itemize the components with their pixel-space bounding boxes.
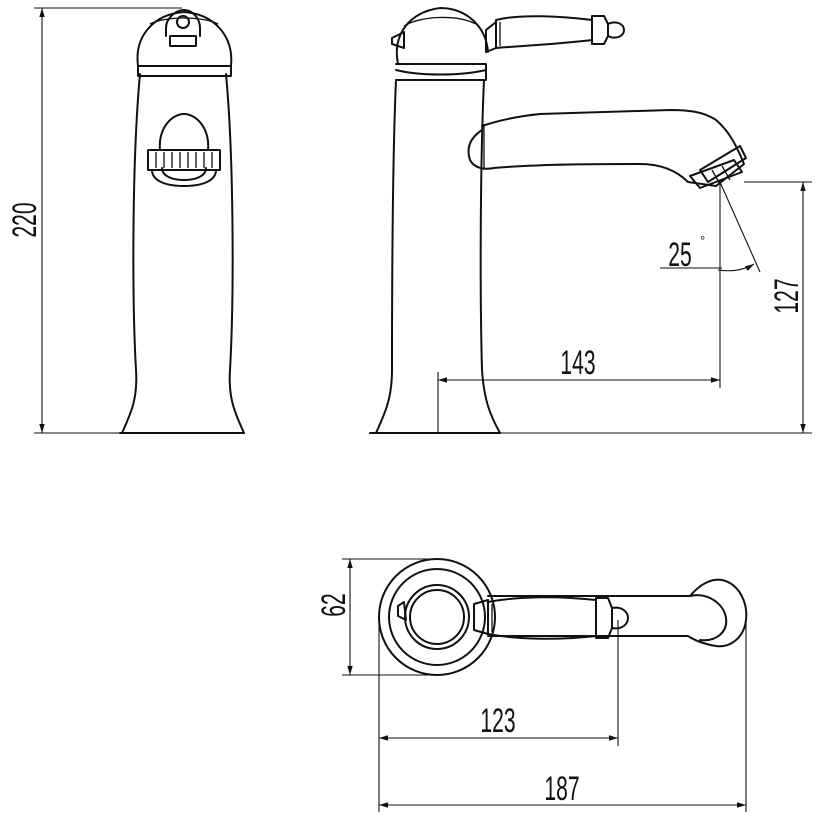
label-handle-reach: 123 [480, 701, 515, 739]
label-spray-angle: 25 [668, 235, 691, 273]
dim-total-length: 187 [379, 620, 747, 812]
dim-spray-angle: 25 ° [660, 181, 761, 273]
side-view-body [369, 7, 747, 434]
dim-body-diameter: 62 [314, 558, 437, 676]
label-outlet-height: 127 [767, 278, 805, 313]
label-body-diameter: 62 [314, 593, 352, 616]
dim-total-height: 220 [5, 7, 182, 434]
front-view: 220 [5, 7, 245, 434]
front-view-body [119, 9, 245, 434]
top-view: 62 123 187 [314, 558, 748, 812]
dim-outlet-height: 127 [500, 181, 812, 434]
label-total-height: 220 [5, 202, 43, 237]
label-angle-unit: ° [700, 233, 705, 248]
label-total-length: 187 [544, 769, 579, 807]
label-spout-reach: 143 [560, 343, 595, 381]
dim-spout-reach: 143 [437, 180, 721, 433]
dim-handle-reach: 123 [378, 617, 619, 812]
top-view-body [378, 558, 748, 676]
side-view: 25 ° 143 127 [369, 7, 812, 434]
